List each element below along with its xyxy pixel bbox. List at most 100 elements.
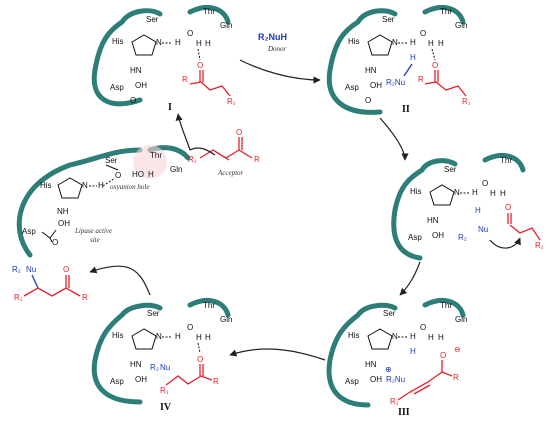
his-label: His <box>112 331 124 340</box>
label-iii: III <box>398 407 410 418</box>
acceptor-o: O <box>236 128 242 137</box>
ho-label: HO <box>132 170 144 179</box>
complex-i: Ser Thr Gln O H H His N H HN Asp OH O O … <box>91 5 236 113</box>
imidazole-ring <box>429 184 455 206</box>
substrate-o: O <box>432 61 438 70</box>
substrate-o: O <box>505 203 511 212</box>
acceptor: O R₁ R Acceptor <box>188 128 260 177</box>
carboxyl-bond <box>41 229 57 243</box>
cycle-arrows <box>89 59 421 361</box>
minus-charge: ⊖ <box>454 345 461 354</box>
imidazole-ring <box>131 328 157 350</box>
n-label: N <box>454 188 460 197</box>
gln-label: Gln <box>170 165 182 174</box>
complex-iii: Ser Thr Gln O H H His N H HN Asp OH H ⊕ … <box>326 298 467 418</box>
n-label: N <box>392 332 398 341</box>
asp-label: Asp <box>345 377 359 386</box>
ser-label: Ser <box>146 15 159 24</box>
substrate-r1: R₁ <box>535 241 544 250</box>
product-chain <box>165 364 213 386</box>
substrate-carbonyl <box>199 70 204 82</box>
enolate-chain <box>397 360 453 401</box>
asp-label: Asp <box>22 227 36 236</box>
substrate-o: O <box>197 61 203 70</box>
hbond <box>102 177 116 187</box>
free-enzyme: Ser Thr Gln HO H His N H O NH Asp OH O o… <box>16 145 191 258</box>
h-label: H <box>98 181 104 190</box>
h-label: H <box>205 39 211 48</box>
h-label: H <box>205 333 211 342</box>
h-label: H <box>472 188 478 197</box>
complex-iv: Ser Thr Gln O H H His N H HN Asp OH R₂ N… <box>91 298 232 413</box>
donor-formula: R₂NuH <box>258 32 287 42</box>
ser-o-label: O <box>420 29 426 38</box>
oh-label: OH <box>370 375 382 384</box>
ser-label: Ser <box>147 309 160 318</box>
hn-label: HN <box>365 360 377 369</box>
lipase-site-label: Lipase active <box>74 227 112 235</box>
arrow-ii-to-ts <box>379 117 409 161</box>
acceptor-carbonyl <box>238 137 243 150</box>
imidazole-ring <box>367 328 393 350</box>
enzyme-pocket <box>391 153 526 261</box>
donor: R₂NuH Donor <box>258 32 287 53</box>
complex-ii: Ser Thr Gln O H H His N H HN Asp OH O H … <box>326 5 471 115</box>
electron-arrow <box>489 237 521 249</box>
substrate-r1: R₁ <box>390 397 399 406</box>
nu-h-label: H <box>410 347 416 356</box>
arrow-i-to-ii <box>239 59 321 84</box>
transition-state: Ser Thr O H H His N H HN Asp OH H Nu R₂ … <box>391 153 544 261</box>
hbond <box>197 342 201 354</box>
h-label: H <box>428 333 434 342</box>
ser-o-label: O <box>115 171 121 180</box>
acceptor-r: R <box>254 155 260 164</box>
product-r: R <box>82 293 88 302</box>
arrow-enzyme-to-i <box>175 113 191 151</box>
h-label: H <box>490 189 496 198</box>
ser-label: Ser <box>383 309 396 318</box>
n-label: N <box>156 332 162 341</box>
gln-label: Gln <box>455 315 467 324</box>
product-o: O <box>63 265 69 274</box>
substrate-carbonyl <box>434 70 439 82</box>
h-label: H <box>438 39 444 48</box>
ser-label: Ser <box>444 165 457 174</box>
thr-label: Thr <box>440 7 452 16</box>
acceptor-r1: R₁ <box>188 155 197 164</box>
ser-label: Ser <box>382 15 395 24</box>
h-label: H <box>500 189 506 198</box>
thr-label: Thr <box>440 301 452 310</box>
nu-label: Nu <box>160 363 170 372</box>
n-label: N <box>156 38 162 47</box>
substrate-o: O <box>440 351 446 360</box>
acceptor-caption: Acceptor <box>217 169 244 177</box>
imidazole-ring <box>367 34 393 56</box>
substrate-chain <box>507 213 541 241</box>
his-label: His <box>348 331 360 340</box>
imidazole-ring <box>57 177 83 199</box>
enzyme-pocket <box>326 298 466 408</box>
nh-label: NH <box>57 207 69 216</box>
oh-label: OH <box>135 81 147 90</box>
h-label: H <box>410 332 416 341</box>
substrate-chain <box>189 81 231 97</box>
r2-label: R₂ <box>150 363 159 372</box>
donor-caption: Donor <box>267 45 287 53</box>
hn-label: HN <box>365 66 377 75</box>
h-label: H <box>175 332 181 341</box>
hn-label: HN <box>130 66 142 75</box>
gln-label: Gln <box>220 21 232 30</box>
h-label: H <box>428 39 434 48</box>
r2nu-label: R₂Nu <box>386 78 405 87</box>
h-label: H <box>196 39 202 48</box>
arrow-iii-to-iv <box>229 348 326 361</box>
hn-label: HN <box>130 360 142 369</box>
imidazole-ring <box>131 34 157 56</box>
oh-label: OH <box>58 219 70 228</box>
hn-label: HN <box>427 216 439 225</box>
his-label: His <box>112 37 124 46</box>
enzyme-pocket <box>91 5 231 107</box>
substrate-chain <box>424 81 467 97</box>
